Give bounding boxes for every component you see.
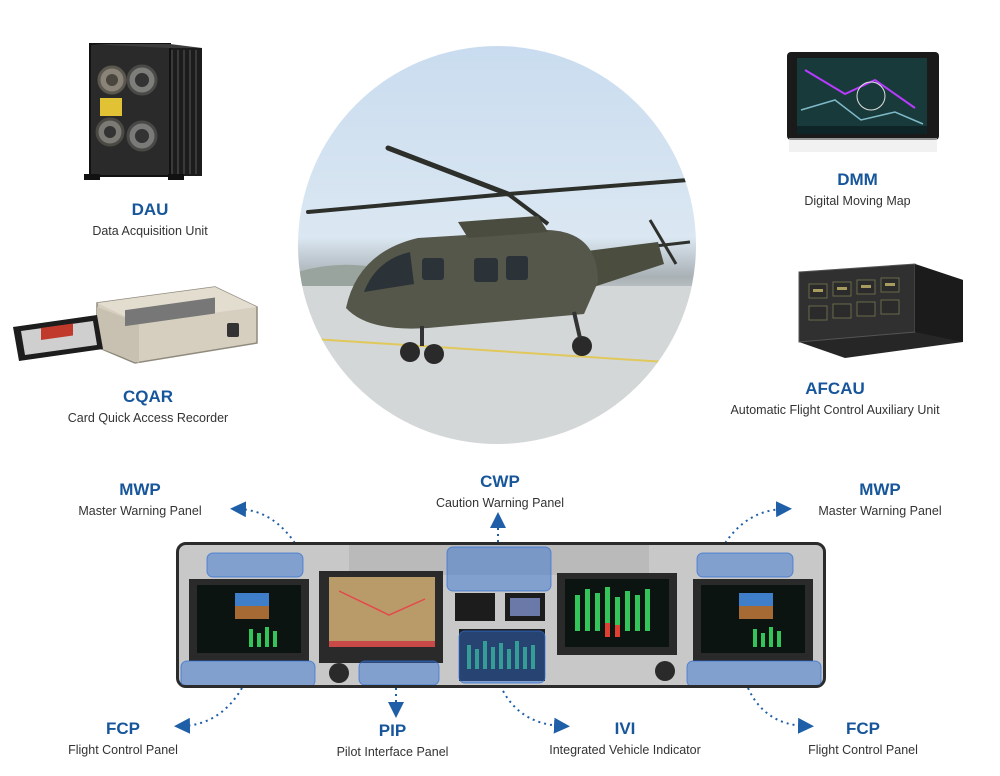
cqar-abbr: CQAR <box>122 387 174 406</box>
dmm-display-image <box>785 50 941 156</box>
afcau-name: Automatic Flight Control Auxiliary Unit <box>730 403 940 417</box>
pip-label: PIP Pilot Interface Panel <box>320 721 465 760</box>
dau-label: DAU Data Acquisition Unit <box>60 200 240 239</box>
pip-name: Pilot Interface Panel <box>336 745 449 759</box>
ivi-abbr: IVI <box>614 719 636 738</box>
fcp-right-abbr: FCP <box>846 719 880 738</box>
fcp-left-label: FCP Flight Control Panel <box>48 719 198 758</box>
dmm-abbr: DMM <box>837 170 878 189</box>
cwp-abbr: CWP <box>480 472 520 491</box>
mwp-left-name: Master Warning Panel <box>78 504 202 518</box>
mwp-left-label: MWP Master Warning Panel <box>60 480 220 519</box>
helicopter-photo <box>298 46 696 444</box>
dau-unit-image <box>80 40 210 190</box>
mwp-right-abbr: MWP <box>859 480 901 499</box>
fcp-right-name: Flight Control Panel <box>808 743 918 757</box>
afcau-abbr: AFCAU <box>805 379 865 398</box>
dau-abbr: DAU <box>131 200 169 219</box>
cqar-name: Card Quick Access Recorder <box>67 411 229 425</box>
fcp-left-name: Flight Control Panel <box>68 743 178 757</box>
afcau-unit-image <box>795 262 967 362</box>
dmm-label: DMM Digital Moving Map <box>770 170 945 209</box>
dmm-name: Digital Moving Map <box>804 194 911 208</box>
cwp-label: CWP Caution Warning Panel <box>415 472 585 511</box>
mwp-left-abbr: MWP <box>119 480 161 499</box>
pip-abbr: PIP <box>378 721 407 740</box>
fcp-left-abbr: FCP <box>106 719 140 738</box>
cockpit-panel-image <box>176 542 826 688</box>
ivi-name: Integrated Vehicle Indicator <box>549 743 701 757</box>
cwp-name: Caution Warning Panel <box>435 496 565 510</box>
dau-name: Data Acquisition Unit <box>92 224 208 238</box>
mwp-right-label: MWP Master Warning Panel <box>800 480 960 519</box>
afcau-label: AFCAU Automatic Flight Control Auxiliary… <box>715 379 955 418</box>
cqar-unit-image <box>5 285 260 370</box>
cqar-label: CQAR Card Quick Access Recorder <box>48 387 248 426</box>
fcp-right-label: FCP Flight Control Panel <box>788 719 938 758</box>
ivi-label: IVI Integrated Vehicle Indicator <box>535 719 715 758</box>
mwp-right-name: Master Warning Panel <box>818 504 942 518</box>
